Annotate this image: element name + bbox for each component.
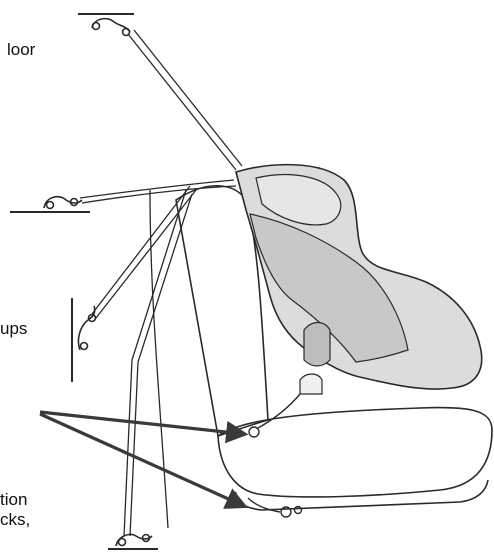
tether-strap-left-a — [80, 180, 234, 198]
tether-strap-top-b — [134, 30, 242, 166]
tether-strap-bottom-b — [130, 194, 192, 536]
tether-strap-side-a — [92, 186, 190, 314]
child-car-seat — [236, 165, 482, 394]
child-seat-belt-guide — [304, 323, 330, 367]
child-seat-buckle — [300, 374, 322, 394]
vehicle-seat-cushion — [218, 408, 492, 497]
lower-anchor-connector-front — [258, 394, 300, 428]
pointer-arrow-upper — [40, 412, 244, 434]
tether-strap-side-b — [96, 190, 196, 318]
lower-anchor-clip-front — [249, 427, 259, 437]
tether-strap-top-a — [128, 34, 236, 170]
tether-strap-rear — [150, 190, 168, 528]
hook-top — [92, 19, 130, 36]
hook-bottom — [116, 534, 152, 546]
hook-left — [44, 197, 82, 209]
pointer-arrow-lower — [40, 414, 244, 506]
lower-anchor-clip-rear-2 — [295, 507, 302, 514]
